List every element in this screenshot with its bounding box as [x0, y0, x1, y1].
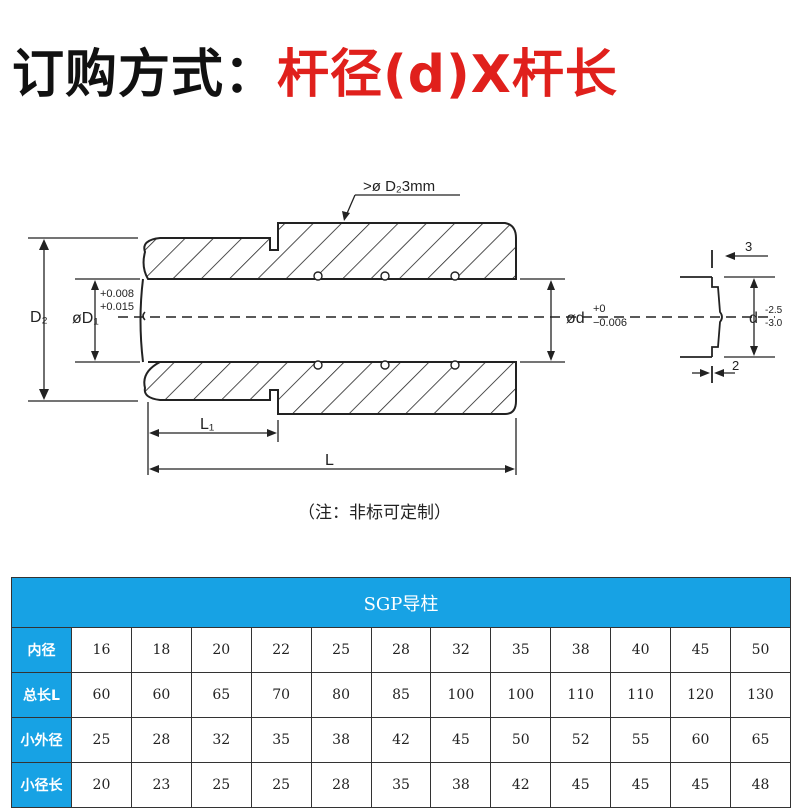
- table-cell: 25: [190, 762, 252, 808]
- table-cell: 28: [130, 717, 192, 763]
- row-label: 小径长: [11, 762, 72, 808]
- d-right-tol-lower: -3.0: [765, 318, 783, 329]
- dim-2-label: 2: [732, 358, 739, 373]
- table-cell: 42: [370, 717, 432, 763]
- table-cell: 38: [310, 717, 372, 763]
- table-cell: 130: [729, 672, 792, 718]
- title-lead: 订购方式：: [12, 45, 278, 105]
- table-cell: 35: [250, 717, 312, 763]
- table-cell: 20: [71, 762, 132, 808]
- table-cell: 50: [729, 627, 792, 673]
- table-cell: 52: [550, 717, 612, 763]
- table-cell: 42: [490, 762, 552, 808]
- title-emphasis: 杆径(d)X杆长: [277, 45, 618, 105]
- table-cell: 38: [430, 762, 492, 808]
- order-method-title: 订购方式：杆径(d)X杆长: [12, 40, 618, 110]
- table-cell: 22: [250, 627, 312, 673]
- table-cell: 65: [729, 717, 792, 763]
- table-cell: 23: [130, 762, 192, 808]
- shaft-section: [680, 250, 723, 383]
- table-cell: 35: [490, 627, 552, 673]
- table-cell: 70: [250, 672, 312, 718]
- table-cell: 35: [370, 762, 432, 808]
- table-caption: SGP导柱: [11, 577, 791, 628]
- table-cell: 48: [729, 762, 792, 808]
- table-cell: 110: [550, 672, 612, 718]
- d1-tol-upper: +0.008: [100, 288, 134, 300]
- table-cell: 16: [71, 627, 132, 673]
- table-cell: 28: [310, 762, 372, 808]
- table-cell: 18: [130, 627, 192, 673]
- l-label: L: [325, 452, 334, 469]
- d-tol-upper: +0: [593, 303, 606, 315]
- d2-outer-label: >ø D₂3mm: [363, 178, 435, 195]
- table-cell: 60: [130, 672, 192, 718]
- note: （注：非标可定制）: [298, 503, 451, 522]
- table-cell: 28: [370, 627, 432, 673]
- table-cell: 60: [71, 672, 132, 718]
- row-label: 小外径: [11, 717, 72, 763]
- table-cell: 25: [250, 762, 312, 808]
- table-cell: 45: [670, 762, 731, 808]
- table-cell: 45: [670, 627, 731, 673]
- table-cell: 65: [190, 672, 252, 718]
- d1-tol-lower: +0.015: [100, 301, 134, 313]
- bushing-body: [139, 222, 517, 415]
- table-cell: 50: [490, 717, 552, 763]
- d-right-label: d: [749, 310, 758, 327]
- dim-3-label: 3: [745, 239, 752, 254]
- table-cell: 100: [430, 672, 492, 718]
- table-cell: 25: [71, 717, 132, 763]
- table-cell: 40: [610, 627, 672, 673]
- table-cell: 38: [550, 627, 612, 673]
- table-cell: 55: [610, 717, 672, 763]
- table-cell: 110: [610, 672, 672, 718]
- table-cell: 85: [370, 672, 432, 718]
- d-tol-lower: −0.006: [593, 317, 627, 329]
- row-label: 内径: [11, 627, 72, 673]
- d1-label: øD₁: [72, 310, 99, 327]
- table-cell: 100: [490, 672, 552, 718]
- table-cell: 45: [430, 717, 492, 763]
- table-cell: 32: [430, 627, 492, 673]
- table-cell: 80: [310, 672, 372, 718]
- table-cell: 120: [670, 672, 731, 718]
- dimension-arrows: [39, 211, 758, 473]
- table-cell: 25: [310, 627, 372, 673]
- table-cell: 60: [670, 717, 731, 763]
- table-cell: 45: [550, 762, 612, 808]
- d-right-tol-upper: -2.5: [765, 305, 783, 316]
- l1-label: L₁: [200, 416, 214, 433]
- technical-drawing: >ø D₂3mm D₂ øD₁ +0.008 +0.015 ød +0 −0.0…: [28, 178, 783, 522]
- d-label: ød: [566, 310, 585, 327]
- table-cell: 32: [190, 717, 252, 763]
- dimension-labels: >ø D₂3mm D₂ øD₁ +0.008 +0.015 ød +0 −0.0…: [30, 178, 783, 522]
- row-label: 总长L: [11, 672, 72, 718]
- table-cell: 45: [610, 762, 672, 808]
- table-cell: 20: [190, 627, 252, 673]
- d2-label: D₂: [30, 309, 48, 326]
